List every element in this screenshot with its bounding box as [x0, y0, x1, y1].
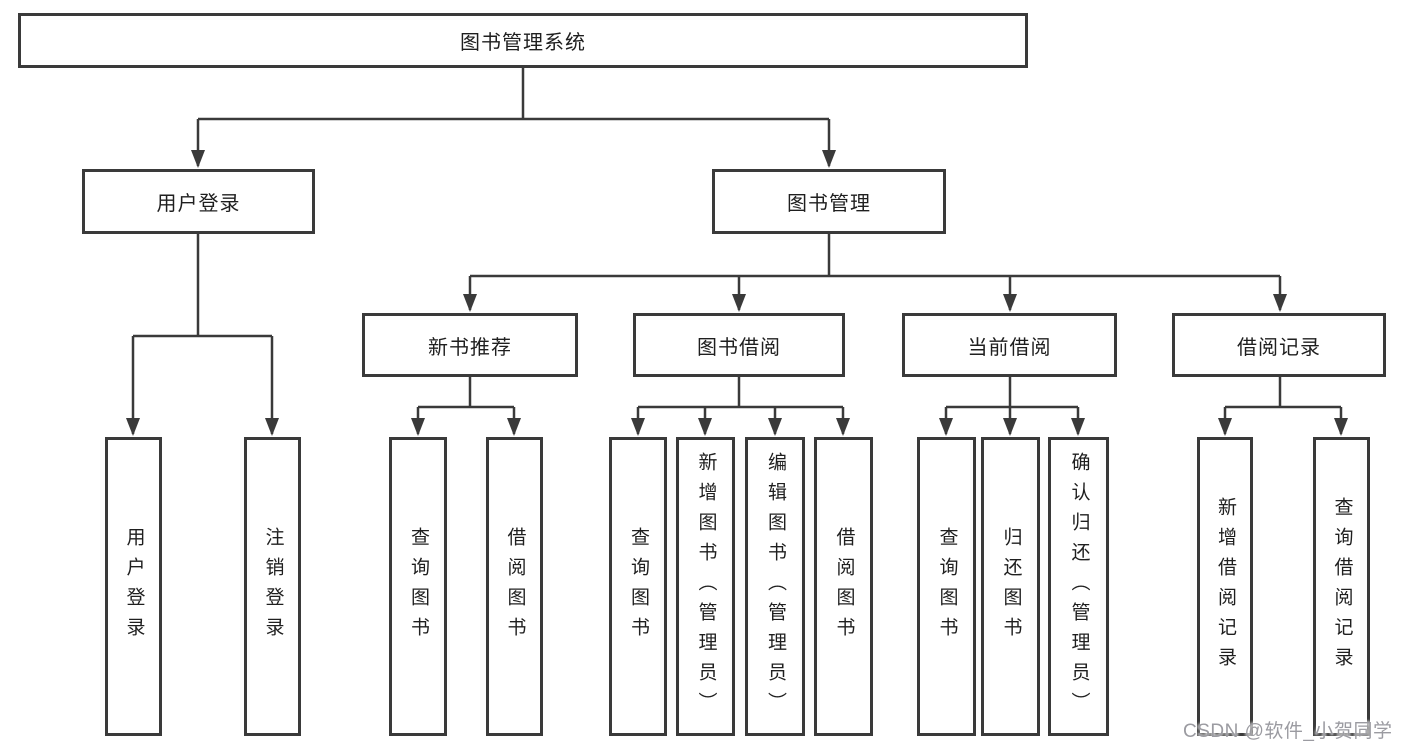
node-book-borrowing: 图书借阅	[633, 313, 845, 377]
node-borrowing-records: 借阅记录	[1172, 313, 1386, 377]
leaf-logout-login: 注销登录	[244, 437, 301, 736]
csdn-watermark: CSDN @软件_小贺同学	[1183, 721, 1393, 742]
node-user-login: 用户登录	[82, 169, 315, 234]
node-library-management-system: 图书管理系统	[18, 13, 1028, 68]
leaf-user-login: 用户登录	[105, 437, 162, 736]
leaf-borrow-book-recommend: 借阅图书	[486, 437, 543, 736]
leaf-confirm-return-admin: 确认归还（管理员）	[1048, 437, 1109, 736]
leaf-search-book-current: 查询图书	[917, 437, 976, 736]
node-new-book-recommendation: 新书推荐	[362, 313, 578, 377]
node-current-borrowing: 当前借阅	[902, 313, 1117, 377]
leaf-return-book: 归还图书	[981, 437, 1040, 736]
node-book-management: 图书管理	[712, 169, 946, 234]
leaf-borrow-book: 借阅图书	[814, 437, 873, 736]
leaf-search-book-recommend: 查询图书	[389, 437, 447, 736]
leaf-add-borrow-record: 新增借阅记录	[1197, 437, 1253, 736]
leaf-add-book-admin: 新增图书（管理员）	[676, 437, 735, 736]
leaf-search-book-borrow: 查询图书	[609, 437, 667, 736]
leaf-edit-book-admin: 编辑图书（管理员）	[745, 437, 805, 736]
leaf-search-borrow-record: 查询借阅记录	[1313, 437, 1370, 736]
